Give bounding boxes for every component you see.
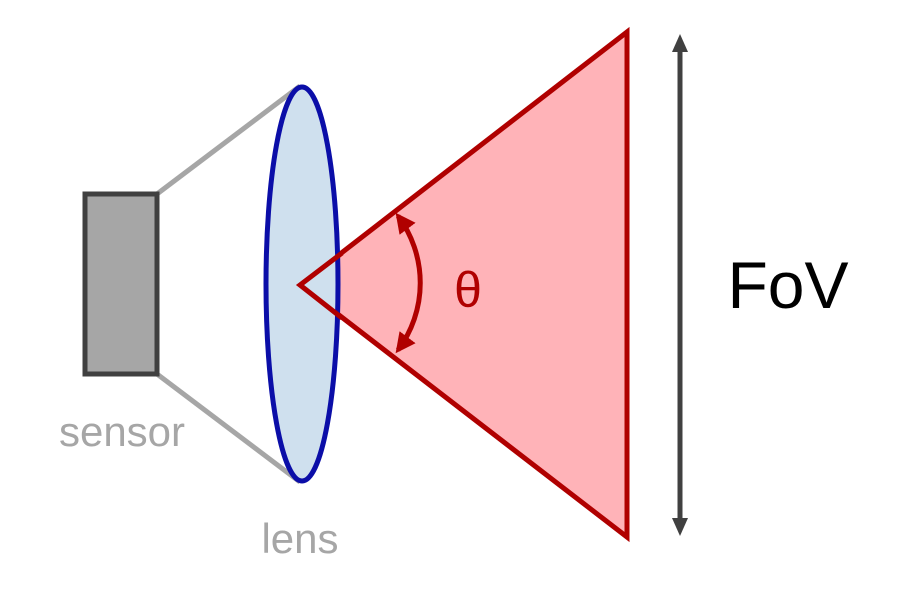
sensor-box: [82, 191, 160, 377]
fov-cone: [295, 26, 630, 543]
fov-label: FoV: [727, 248, 848, 322]
fov-arrow-bottom-head: [672, 518, 688, 536]
sensor-ray-bottom: [155, 372, 302, 484]
angle-label: θ: [454, 262, 482, 318]
sensor-label: sensor: [59, 408, 185, 455]
fov-arrow-top-head: [672, 34, 688, 52]
angle-arc: [395, 212, 423, 354]
fov-cone-apex: [295, 251, 344, 320]
lens-label: lens: [261, 515, 338, 562]
sensor-ray-top: [155, 84, 302, 196]
